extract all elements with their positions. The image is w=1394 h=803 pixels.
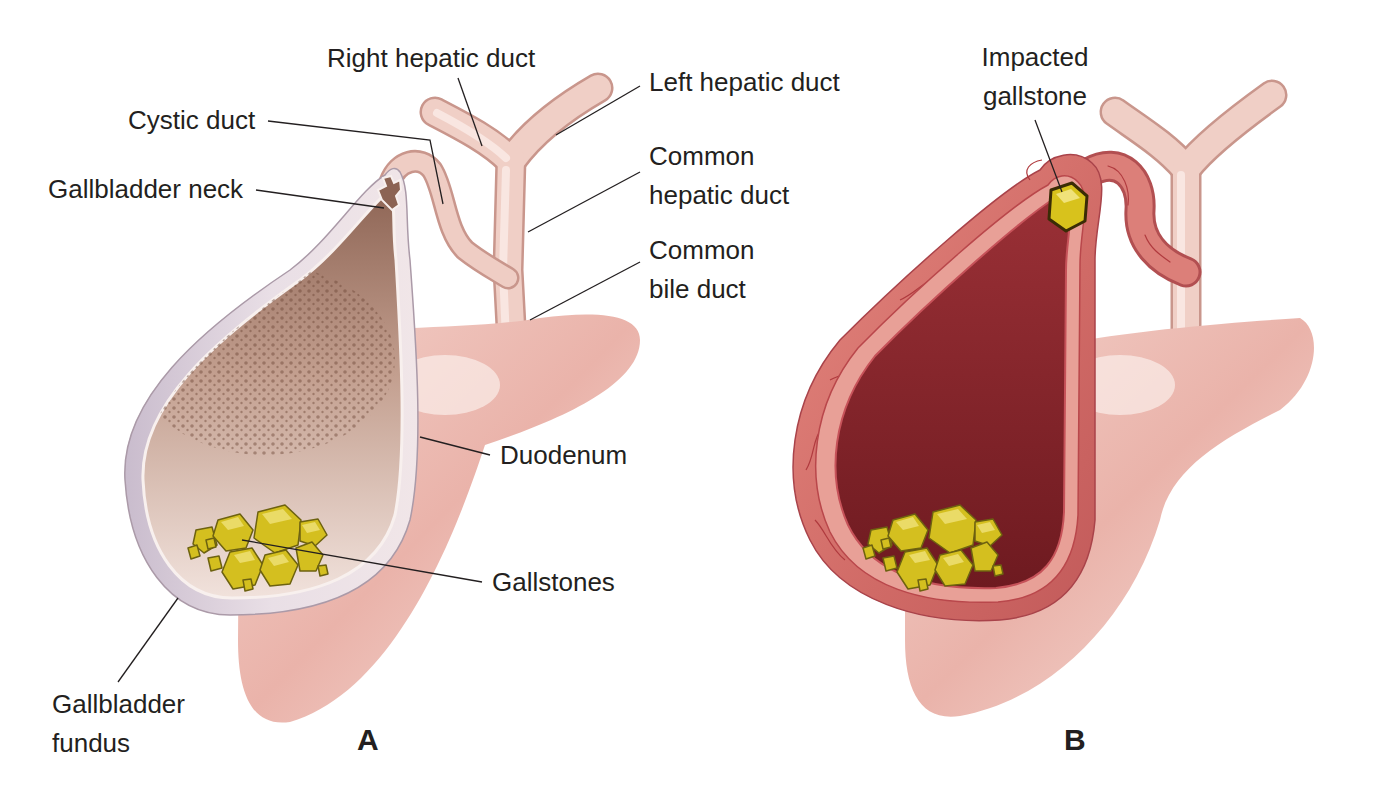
gallbladder-b bbox=[816, 176, 1085, 602]
leader-line bbox=[556, 86, 640, 135]
gallbladder-b bbox=[1027, 160, 1042, 180]
swollen-cystic-duct bbox=[1090, 166, 1186, 272]
leader-line bbox=[458, 78, 482, 146]
bile-ducts bbox=[503, 170, 506, 340]
part-label: Gallbladder neck bbox=[48, 174, 243, 204]
gallbladder-a bbox=[135, 265, 395, 455]
leader-line bbox=[530, 262, 640, 320]
bile-ducts bbox=[1187, 95, 1272, 168]
bile-ducts bbox=[1187, 95, 1272, 168]
panel-letter: A bbox=[357, 722, 379, 758]
gallbladder-a bbox=[188, 505, 328, 591]
leader-line bbox=[528, 172, 640, 232]
part-label: Gallbladder fundus bbox=[52, 685, 202, 763]
leader-line bbox=[420, 437, 490, 455]
impacted-stone bbox=[1056, 189, 1080, 203]
gallbladder-a bbox=[125, 168, 418, 615]
gallbladder-b bbox=[793, 155, 1102, 621]
part-label: Duodenum bbox=[500, 440, 627, 470]
bile-ducts bbox=[390, 88, 598, 345]
swollen-cystic-duct bbox=[1090, 166, 1186, 272]
swollen-cystic-duct bbox=[1108, 166, 1128, 205]
leader-line bbox=[118, 598, 178, 682]
part-label: Impacted gallstone bbox=[965, 38, 1105, 116]
leader-line bbox=[256, 190, 384, 208]
bile-ducts bbox=[437, 113, 506, 158]
part-label: Right hepatic duct bbox=[327, 43, 535, 73]
gallbladder-b bbox=[863, 505, 1003, 591]
leader-lines bbox=[118, 78, 1062, 682]
part-label: Gallstones bbox=[492, 567, 615, 597]
bile-ducts bbox=[512, 88, 598, 160]
leader-line bbox=[242, 540, 482, 582]
panel-letter: B bbox=[1064, 722, 1086, 758]
leader-line bbox=[1035, 120, 1062, 192]
leader-line bbox=[268, 121, 443, 204]
impacted-stone bbox=[1049, 183, 1087, 231]
gallbladder-a bbox=[125, 168, 418, 615]
gallbladder-a bbox=[378, 176, 401, 210]
part-label: Common hepatic duct bbox=[649, 137, 797, 215]
part-label: Left hepatic duct bbox=[649, 67, 840, 97]
part-label: Cystic duct bbox=[128, 105, 255, 135]
gallbladder-b bbox=[793, 155, 1102, 621]
bile-ducts bbox=[512, 88, 598, 160]
impacted-stone bbox=[1049, 183, 1087, 231]
part-label: Common bile duct bbox=[649, 231, 797, 309]
swollen-cystic-duct bbox=[1090, 166, 1186, 272]
swollen-cystic-duct bbox=[1145, 235, 1170, 262]
